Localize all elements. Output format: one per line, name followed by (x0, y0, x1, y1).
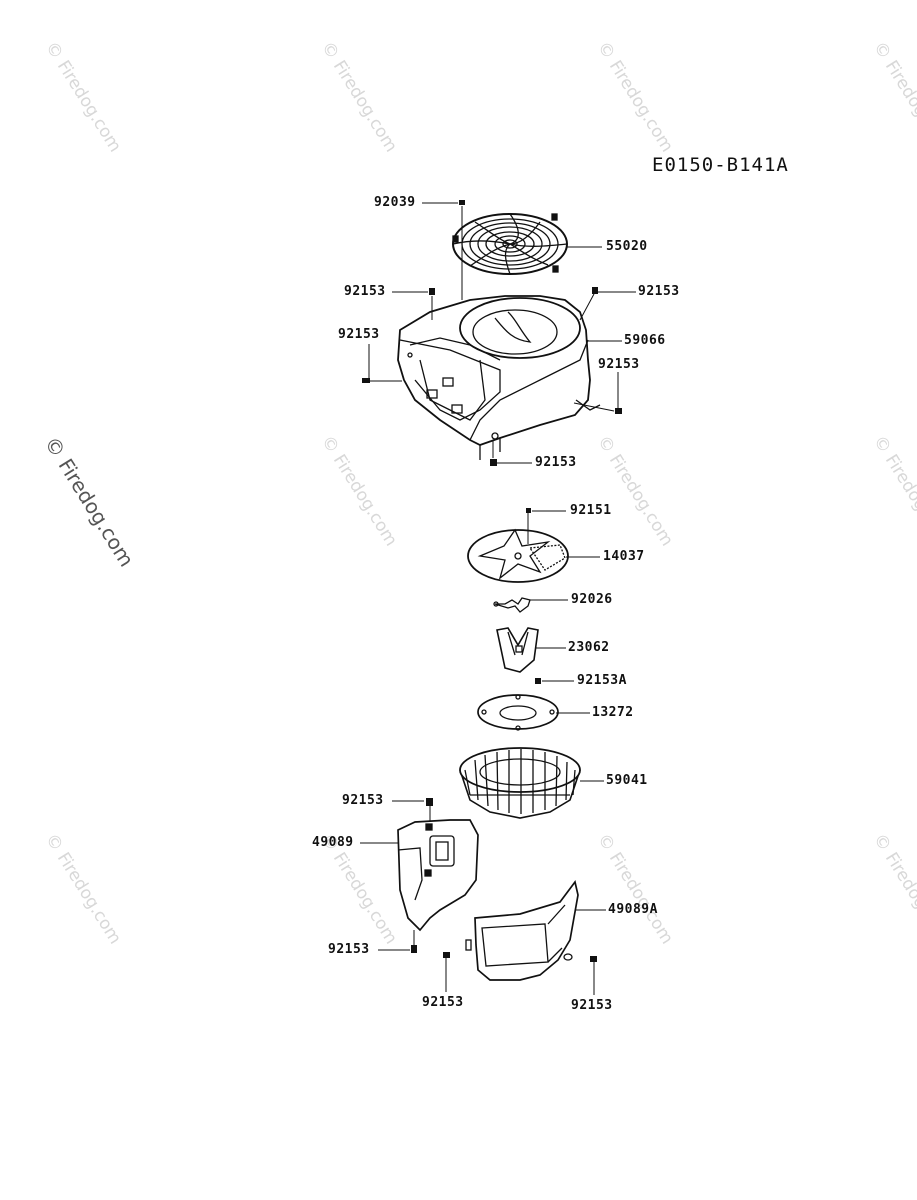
lower-cover-part (465, 880, 579, 981)
plate-part (467, 528, 569, 583)
label-92153: 92153 (535, 455, 577, 470)
clip-part (493, 597, 531, 613)
label-92153: 92153 (598, 357, 640, 372)
label-92153: 92153 (422, 995, 464, 1010)
ring-plate-part (477, 694, 559, 731)
label-92151: 92151 (570, 503, 612, 518)
blower-housing-part (397, 295, 601, 460)
fan-screen-part (452, 213, 568, 275)
bracket-part (496, 627, 539, 673)
bolts (362, 200, 622, 962)
label-92153: 92153 (638, 284, 680, 299)
side-cover-part (397, 819, 479, 932)
label-92153: 92153 (328, 942, 370, 957)
label-59041: 59041 (606, 773, 648, 788)
label-59066: 59066 (624, 333, 666, 348)
label-92153: 92153 (338, 327, 380, 342)
label-23062: 23062 (568, 640, 610, 655)
label-55020: 55020 (606, 239, 648, 254)
label-49089A: 49089A (608, 902, 658, 917)
label-92153: 92153 (342, 793, 384, 808)
label-49089: 49089 (312, 835, 354, 850)
label-92153: 92153 (571, 998, 613, 1013)
label-92153: 92153 (344, 284, 386, 299)
label-14037: 14037 (603, 549, 645, 564)
leader-lines (360, 202, 636, 995)
label-92039: 92039 (374, 195, 416, 210)
fan-part (459, 747, 581, 819)
label-13272: 13272 (592, 705, 634, 720)
diagram-code: E0150-B141A (652, 154, 789, 176)
label-92153A: 92153A (577, 673, 627, 688)
label-92026: 92026 (571, 592, 613, 607)
